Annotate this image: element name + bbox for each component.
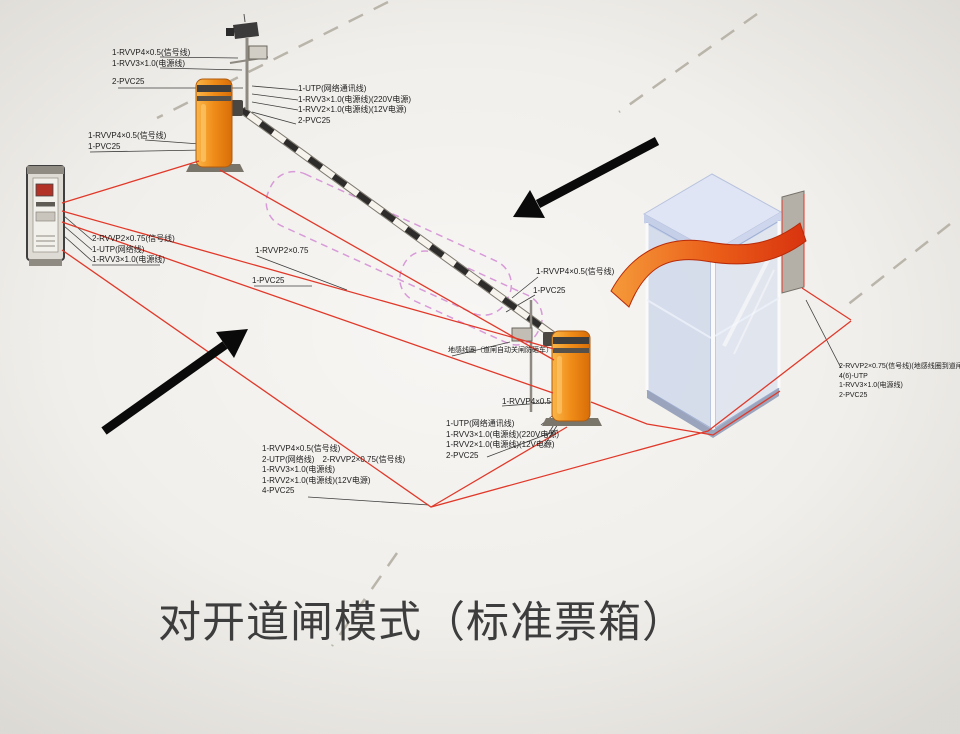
wiring-red <box>61 160 852 508</box>
cable-label-mid2: 1-PVC25 <box>252 276 284 287</box>
cable-label-gate2-top: 1-RVVP4×0.5 <box>502 397 551 408</box>
cable-label: 1-RVV2×1.0(电源线)(12V电源) <box>298 105 407 114</box>
barrier-gate-2 <box>542 330 602 426</box>
cable-label: 1-RVV3×1.0(电源线) <box>92 255 165 264</box>
diagram-title: 对开道闸模式（标准票箱） <box>158 599 686 647</box>
cable-label: 1-RVVP2×0.75 <box>255 246 309 255</box>
cable-label: 1-RVV3×1.0(电源线)(220V电源) <box>446 429 559 439</box>
cable-labels-right: 2-RVVP2×0.75(信号线)(地感线圈到道闸控制器) 4(6)-UTP 1… <box>839 362 960 400</box>
note-label: 地感线圈（道闸自动关闸防砸车） <box>448 347 553 354</box>
cable-label: 1-RVVP4×0.5(信号线) <box>536 267 615 276</box>
barrier-arm <box>239 106 560 342</box>
guard-booth <box>642 173 783 438</box>
camera-lens <box>226 28 234 36</box>
cable-label: 1-UTP(网络通讯线) <box>446 419 515 428</box>
cable-label: 1-PVC25 <box>88 141 121 151</box>
cable-labels-camera: 1-RVVP4×0.5(信号线) 1-RVV3×1.0(电源线) 2-PVC25 <box>112 48 190 88</box>
cable-label: 1-RVV3×1.0(电源线) <box>839 382 903 389</box>
cable-label: 1-PVC25 <box>252 276 285 285</box>
cable-label: 1-UTP(网络通讯线) <box>298 84 367 93</box>
booth-awning <box>610 222 807 308</box>
cable-label-rightmid2: 1-PVC25 <box>533 286 565 297</box>
traffic-arrow-out <box>101 329 248 435</box>
cable-label: 2-RVVP2×0.75(信号线)(地感线圈到道闸控制器) <box>839 363 960 370</box>
dispenser-screen <box>35 183 54 197</box>
ticket-slot <box>36 202 55 207</box>
cable-label: 2-PVC25 <box>446 450 479 460</box>
cable-label: 1-RVV3×1.0(电源线) <box>262 465 335 474</box>
cable-label: 1-RVVP4×0.5 <box>502 397 551 406</box>
cable-label: 2-PVC25 <box>112 77 145 86</box>
ground-loop-note: 地感线圈（道闸自动关闸防砸车） <box>448 346 553 356</box>
booth-base <box>647 388 779 438</box>
window-reflection <box>722 255 772 347</box>
road-edge-lines <box>156 0 951 647</box>
cable-label: 4(6)-UTP <box>839 372 868 380</box>
label-leader-lines <box>63 56 842 506</box>
cable-labels-ticket: 2-RVVP2×0.75(信号线) 1-UTP(网络线) 1-RVV3×1.0(… <box>92 234 175 266</box>
cable-label-mid1: 1-RVVP2×0.75 <box>255 246 308 257</box>
cable-label: 1-RVV2×1.0(电源线)(12V电源) <box>262 475 371 485</box>
barrier-gate-1 <box>186 78 244 172</box>
cable-label: 2-RVVP2×0.75(信号线) <box>92 234 175 243</box>
cable-label: 1-RVV2×1.0(电源线)(12V电源) <box>446 440 555 449</box>
detector-box <box>511 327 533 342</box>
cctv-camera <box>233 22 259 39</box>
vehicle-detector-pole <box>511 300 533 412</box>
cable-label: 4-PVC25 <box>262 486 295 495</box>
cable-label: 2-RVVP2×0.75(信号线) <box>322 454 406 464</box>
cable-label: 2-PVC25 <box>839 391 868 399</box>
ground-loop-2 <box>399 250 543 346</box>
ground-loop-1 <box>265 170 513 317</box>
cable-label: 1-PVC25 <box>533 286 566 295</box>
traffic-arrow-in <box>513 137 660 218</box>
reader-box <box>248 45 268 60</box>
cable-label: 1-RVVP4×0.5(信号线) <box>112 48 191 57</box>
cable-label: 1-RVV3×1.0(电源线) <box>112 58 185 68</box>
cable-label: 1-RVVP4×0.5(信号线) <box>262 444 341 453</box>
cable-label-rightmid1: 1-RVVP4×0.5(信号线) <box>536 267 614 278</box>
cable-labels-gate1: 1-RVVP4×0.5(信号线) 1-PVC25 <box>88 131 166 152</box>
cctv-camera-pole <box>226 13 269 110</box>
cable-labels-gate2: 1-UTP(网络通讯线) 1-RVV3×1.0(电源线)(220V电源) 1-R… <box>446 419 559 461</box>
cable-labels-bottom: 1-RVVP4×0.5(信号线) 2-UTP(网络线) 2-RVVP2×0.75… <box>262 444 405 497</box>
ground-sensor-loops <box>265 170 543 346</box>
cable-label: 1-RVV3×1.0(电源线)(220V电源) <box>298 94 411 104</box>
cable-label: 1-UTP(网络线) <box>92 244 145 254</box>
cable-label: 2-PVC25 <box>298 115 331 125</box>
ticket-dispenser <box>26 165 65 266</box>
cable-label: 1-RVVP4×0.5(信号线) <box>88 131 167 140</box>
cable-labels-arm-top: 1-UTP(网络通讯线) 1-RVV3×1.0(电源线)(220V电源) 1-R… <box>298 84 411 126</box>
cable-label: 2-UTP(网络线) <box>262 454 315 464</box>
